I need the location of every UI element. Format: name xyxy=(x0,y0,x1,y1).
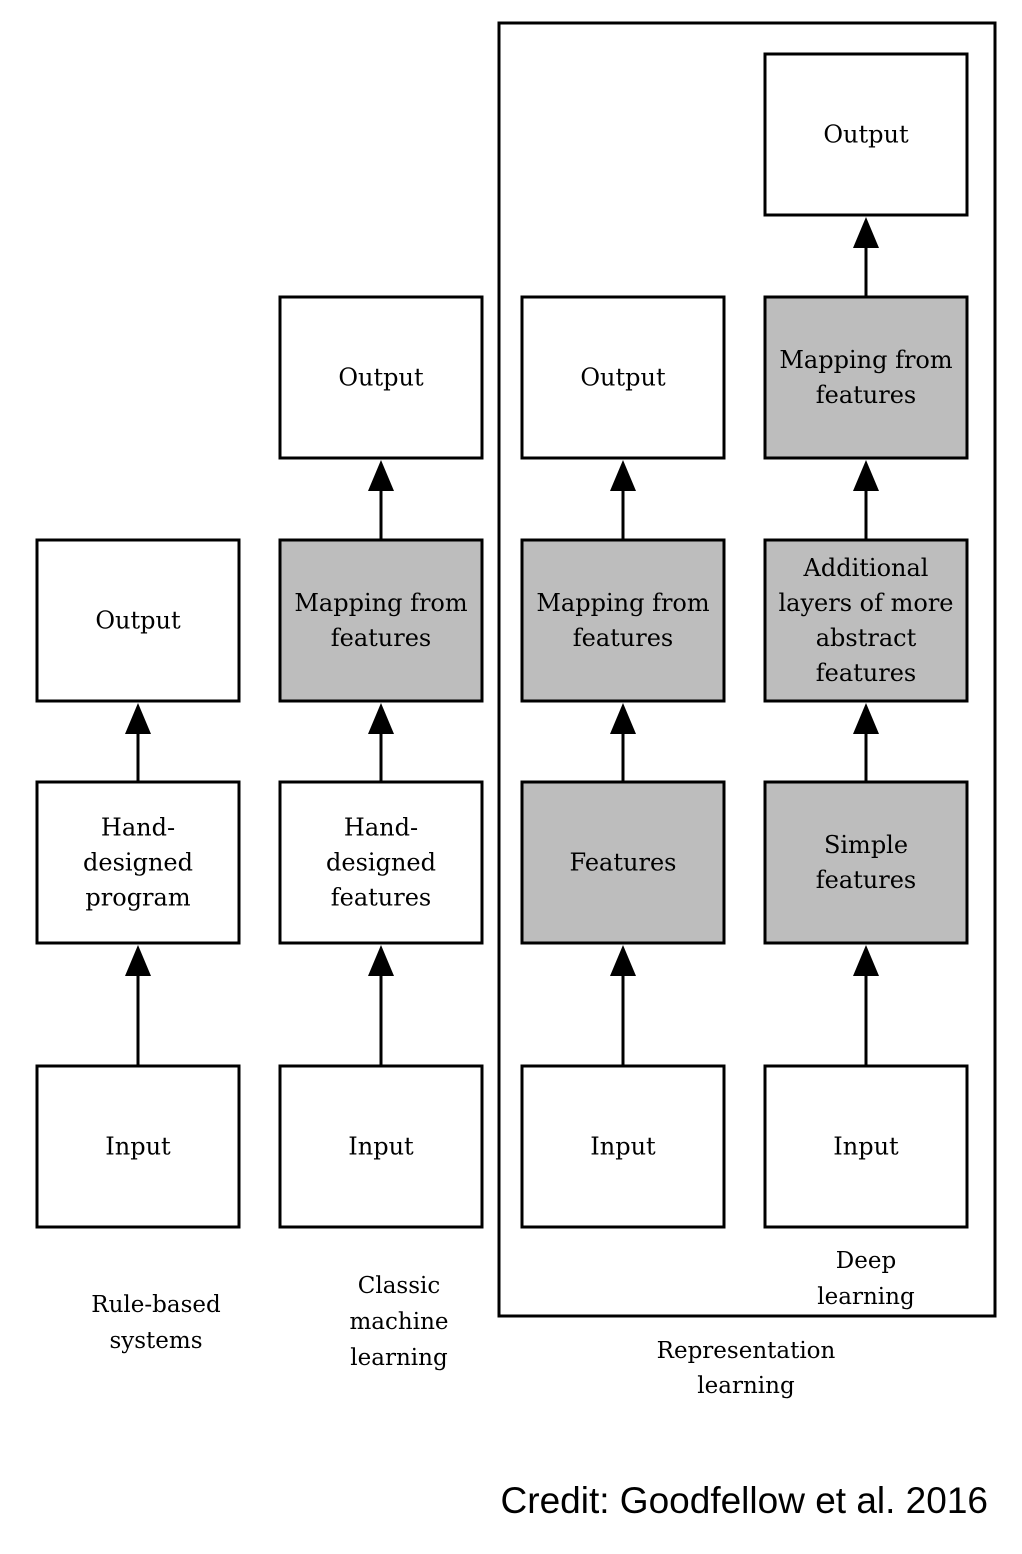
classic-ml-arrow xyxy=(368,945,394,1066)
representation-learning-group-frame xyxy=(497,21,997,1318)
rule-based-caption-line: systems xyxy=(109,1328,202,1354)
deep-box-additional-layers-of-more-abstract-features: Additional layers of more abstract features xyxy=(763,538,969,703)
deep-box-simple-features-label-line: features xyxy=(816,866,917,894)
deep-box-output-label-line: Output xyxy=(823,121,909,149)
deep-caption-line: learning xyxy=(817,1284,915,1310)
deep-box-additional-layers-of-more-abstract-features-label-line: abstract xyxy=(816,624,917,652)
classic-ml-box-input-label-line: Input xyxy=(348,1133,414,1161)
classic-ml-caption-line: Classic xyxy=(358,1273,441,1299)
representation-arrow-head xyxy=(610,945,636,976)
deep-box-input: Input xyxy=(763,1064,969,1229)
deep-box-additional-layers-of-more-abstract-features-label-line: layers of more xyxy=(778,589,953,617)
rule-based-box-output-label-line: Output xyxy=(95,607,181,635)
representation-learning-caption-line: learning xyxy=(697,1373,795,1399)
deep-box-output: Output xyxy=(763,52,969,217)
representation-box-output-rect xyxy=(520,295,726,460)
deep-arrow xyxy=(853,217,879,297)
classic-ml-box-mapping-from-features-label-line: Mapping from xyxy=(294,589,468,617)
rule-based-box-hand-designed-program: Hand-designed program xyxy=(35,780,241,945)
representation-box-output: Output xyxy=(520,295,726,460)
rule-based-box-output-rect xyxy=(35,538,241,703)
deep-box-input-rect xyxy=(763,1064,969,1229)
deep-box-mapping-from-features-label-line: Mapping from xyxy=(779,346,953,374)
classic-ml-box-input: Input xyxy=(278,1064,484,1229)
deep-arrow xyxy=(853,945,879,1066)
deep-arrow xyxy=(853,460,879,540)
deep-arrow-head xyxy=(853,460,879,491)
classic-ml-caption-line: machine xyxy=(350,1309,449,1335)
rule-based-box-hand-designed-program-rect xyxy=(35,780,241,945)
rule-based-box-input-label-line: Input xyxy=(105,1133,171,1161)
representation-box-mapping-from-features-label-line: Mapping from xyxy=(536,589,710,617)
deep-box-mapping-from-features-rect xyxy=(763,295,969,460)
classic-ml-box-hand-designed-features-label-line: Hand- xyxy=(344,814,418,842)
classic-ml-box-output-label-line: Output xyxy=(338,364,424,392)
representation-box-features-rect xyxy=(520,780,726,945)
rule-based-box-output: Output xyxy=(35,538,241,703)
rule-based-arrow xyxy=(125,703,151,782)
classic-ml-box-hand-designed-features-rect xyxy=(278,780,484,945)
representation-arrow-head xyxy=(610,703,636,734)
deep-box-simple-features: Simple features xyxy=(763,780,969,945)
representation-box-mapping-from-features-label-line: features xyxy=(573,624,674,652)
classic-ml-arrow xyxy=(368,703,394,782)
rule-based-arrow-head xyxy=(125,703,151,734)
representation-box-features: Features xyxy=(520,780,726,945)
classic-ml-arrow xyxy=(368,460,394,540)
arrow-layer xyxy=(125,217,879,1066)
rule-based-box-hand-designed-program-label-line: Hand- xyxy=(101,814,175,842)
deep-arrow-head xyxy=(853,217,879,248)
classic-ml-box-mapping-from-features-rect xyxy=(278,538,484,703)
classic-ml-box-hand-designed-features-label-line: designed xyxy=(326,849,436,877)
classic-ml-arrow-head xyxy=(368,703,394,734)
classic-ml-arrow-head xyxy=(368,460,394,491)
representation-box-input: Input xyxy=(520,1064,726,1229)
caption-layer: Rule-based systems Classic machine learning D… xyxy=(91,1248,915,1399)
representation-arrow xyxy=(610,460,636,540)
classic-ml-arrow-head xyxy=(368,945,394,976)
deep-arrow-head xyxy=(853,703,879,734)
classic-ml-box-mapping-from-features: Mapping from features xyxy=(278,538,484,703)
representation-box-output-label-line: Output xyxy=(580,364,666,392)
deep-box-output-rect xyxy=(763,52,969,217)
classic-ml-box-hand-designed-features: Hand-designed features xyxy=(278,780,484,945)
classic-ml-caption-line: learning xyxy=(350,1345,448,1371)
representation-arrow xyxy=(610,703,636,782)
representation-learning-caption-line: Representation xyxy=(657,1338,836,1364)
deep-arrow xyxy=(853,703,879,782)
rule-based-arrow-head xyxy=(125,945,151,976)
rule-based-arrow xyxy=(125,945,151,1066)
classic-ml-box-input-rect xyxy=(278,1064,484,1229)
deep-arrow-head xyxy=(853,945,879,976)
deep-box-simple-features-label-line: Simple xyxy=(824,831,908,859)
credit-text: Credit: Goodfellow et al. 2016 xyxy=(500,1480,988,1521)
deep-box-additional-layers-of-more-abstract-features-label-line: Additional xyxy=(803,554,929,582)
rule-based-box-hand-designed-program-label-line: designed xyxy=(83,849,193,877)
rule-based-caption-line: Rule-based xyxy=(91,1292,221,1318)
representation-arrow xyxy=(610,945,636,1066)
rule-based-box-hand-designed-program-label-line: program xyxy=(85,884,190,912)
representation-box-features-label-line: Features xyxy=(570,849,677,877)
representation-box-input-rect xyxy=(520,1064,726,1229)
deep-box-simple-features-rect xyxy=(763,780,969,945)
deep-box-mapping-from-features-label-line: features xyxy=(816,381,917,409)
representation-arrow-head xyxy=(610,460,636,491)
classic-ml-box-output: Output xyxy=(278,295,484,460)
representation-box-input-label-line: Input xyxy=(590,1133,656,1161)
classic-ml-box-output-rect xyxy=(278,295,484,460)
classic-ml-box-hand-designed-features-label-line: features xyxy=(331,884,432,912)
deep-box-input-label-line: Input xyxy=(833,1133,899,1161)
deep-box-additional-layers-of-more-abstract-features-rect xyxy=(763,538,969,703)
rule-based-box-input-rect xyxy=(35,1064,241,1229)
deep-caption-line: Deep xyxy=(836,1248,896,1274)
classic-ml-box-mapping-from-features-label-line: features xyxy=(331,624,432,652)
representation-box-mapping-from-features-rect xyxy=(520,538,726,703)
rule-based-box-input: Input xyxy=(35,1064,241,1229)
representation-box-mapping-from-features: Mapping from features xyxy=(520,538,726,703)
deep-box-mapping-from-features: Mapping from features xyxy=(763,295,969,460)
deep-box-additional-layers-of-more-abstract-features-label-line: features xyxy=(816,659,917,687)
